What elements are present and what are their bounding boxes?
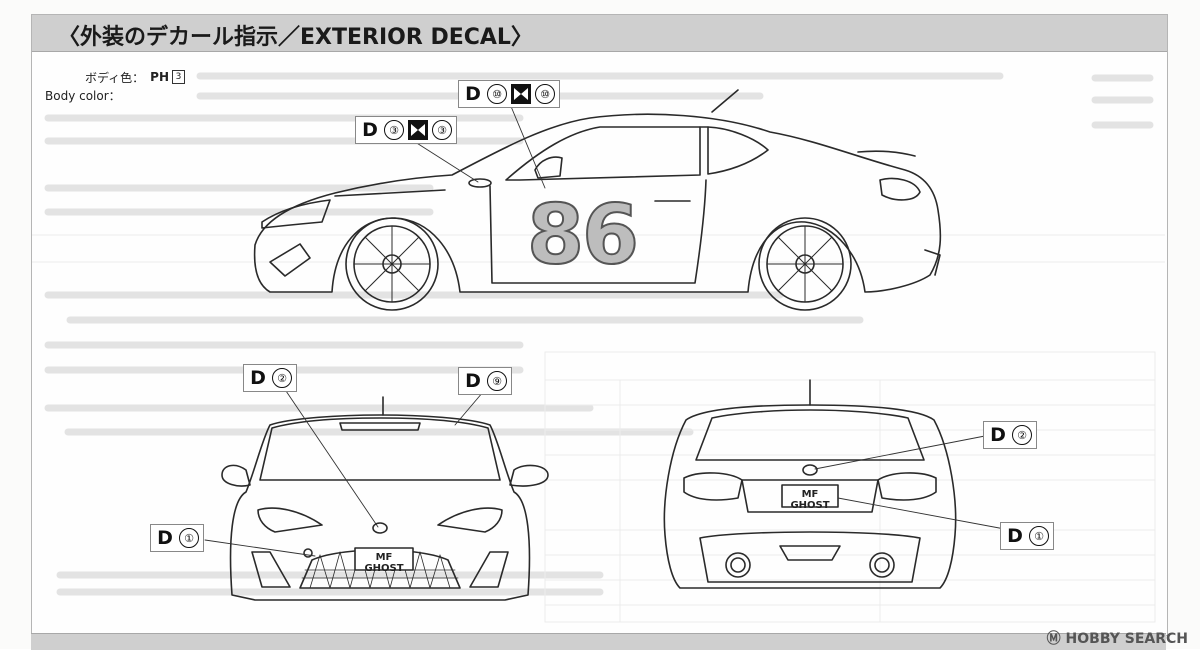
decal-number: ② <box>272 368 292 388</box>
decal-tag-side-badge: D ③ ③ <box>355 116 457 144</box>
decal-number: ⑩ <box>487 84 507 104</box>
decal-sheet-letter: D <box>463 83 483 105</box>
body-color-note: ボディ色： PH 3 Body color： <box>45 68 185 104</box>
front-plate-text: MF GHOST <box>364 552 404 574</box>
rear-plate-text: MF GHOST <box>790 489 830 511</box>
decal-number: ③ <box>384 120 404 140</box>
mirror-pair-icon <box>511 84 531 104</box>
decal-tag-front-plate: D ① <box>150 524 204 552</box>
decal-number-mirror: ⑩ <box>535 84 555 104</box>
mirror-pair-icon <box>408 120 428 140</box>
next-section-band <box>31 633 1166 650</box>
body-color-label-en: Body color： <box>45 88 121 103</box>
front-view-drawing <box>221 396 549 601</box>
decal-sheet-letter: D <box>155 527 175 549</box>
decal-number: ② <box>1012 425 1032 445</box>
decal-tag-rear-emblem: D ② <box>983 421 1037 449</box>
watermark-text: HOBBY SEARCH <box>1065 631 1188 647</box>
decal-number-mirror: ③ <box>432 120 452 140</box>
leader-lines <box>204 103 1011 557</box>
paint-code-prefix: PH <box>150 70 169 84</box>
decal-sheet-letter: D <box>1005 525 1025 547</box>
side-racing-number: 86 <box>526 188 640 283</box>
decal-sheet-letter: D <box>248 367 268 389</box>
site-watermark: Ⓜ HOBBY SEARCH <box>1047 628 1188 648</box>
paint-code: PH 3 <box>150 70 185 84</box>
section-title: 〈外装のデカール指示／EXTERIOR DECAL〉 <box>58 25 533 50</box>
decal-sheet-letter: D <box>988 424 1008 446</box>
body-color-label-ja: ボディ色： <box>84 70 145 85</box>
decal-tag-front-roof: D ⑨ <box>458 367 512 395</box>
decal-number: ① <box>1029 526 1049 546</box>
decal-sheet-letter: D <box>463 370 483 392</box>
decal-number: ① <box>179 528 199 548</box>
section-header: 〈外装のデカール指示／EXTERIOR DECAL〉 <box>32 15 1167 52</box>
decal-sheet-letter: D <box>360 119 380 141</box>
decal-tag-front-emblem: D ② <box>243 364 297 392</box>
decal-tag-door-top: D ⑩ ⑩ <box>458 80 560 108</box>
decal-tag-rear-plate: D ① <box>1000 522 1054 550</box>
decal-number: ⑨ <box>487 371 507 391</box>
rear-view-drawing <box>663 379 957 589</box>
paint-code-number: 3 <box>172 70 185 84</box>
watermark-symbol: Ⓜ <box>1046 631 1061 647</box>
side-view-drawing <box>253 89 942 311</box>
